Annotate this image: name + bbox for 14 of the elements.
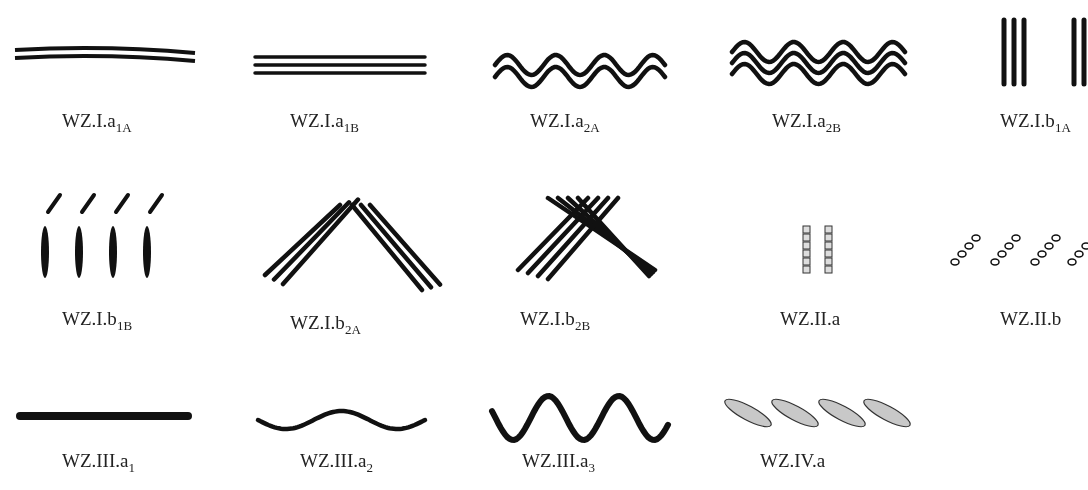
pattern-label: WZ.I.a$_{2B}$ [772,110,841,136]
pattern-label: WZ.I.a$_{1B}$ [290,110,359,136]
pattern-label: WZ.I.a$_{2A}$ [530,110,600,136]
pattern-label: WZ.II.b [1000,308,1062,330]
pattern-label: WZ.I.b$_{1A}$ [1000,110,1071,136]
pattern-label: WZ.III.a$_{2}$ [300,450,373,476]
pattern-label: WZ.I.b$_{2B}$ [520,308,591,334]
pattern-label: WZ.I.b$_{1B}$ [62,308,133,334]
pattern-label: WZ.III.a$_{1}$ [62,450,135,476]
pattern-label: WZ.I.a$_{1A}$ [62,110,132,136]
pattern-label: WZ.IV.a [760,450,826,472]
pattern-label: WZ.III.a$_{3}$ [522,450,595,476]
pattern-label: WZ.I.b$_{2A}$ [290,312,361,338]
pattern-label: WZ.II.a [780,308,841,330]
